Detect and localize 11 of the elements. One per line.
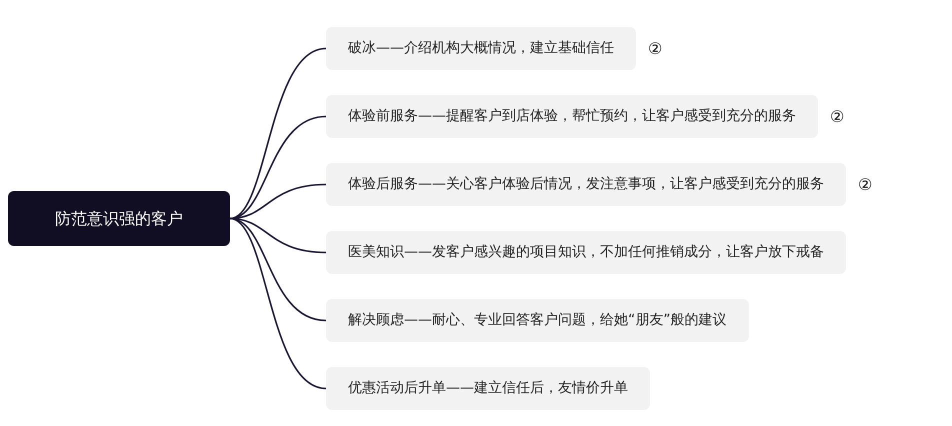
subtopic-box: 破冰——介绍机构大概情况，建立基础信任 — [326, 27, 636, 70]
subtopic-box: 解决顾虑——耐心、专业回答客户问题，给她“朋友”般的建议 — [326, 299, 749, 342]
count-marker: ② — [830, 106, 844, 128]
subtopic-box: 体验后服务——关心客户体验后情况，发注意事项，让客户感受到充分的服务 — [326, 163, 846, 206]
root-topic-box: 防范意识强的客户 — [8, 191, 230, 246]
count-marker: ② — [648, 38, 662, 60]
count-marker: ② — [858, 174, 872, 196]
subtopic-box: 体验前服务——提醒客户到店体验，帮忙预约，让客户感受到充分的服务 — [326, 95, 818, 138]
subtopic-box: 优惠活动后升单——建立信任后，友情价升单 — [326, 367, 650, 410]
subtopic-box: 医美知识——发客户感兴趣的项目知识，不加任何推销成分，让客户放下戒备 — [326, 231, 846, 274]
branch-connector — [230, 218, 326, 390]
